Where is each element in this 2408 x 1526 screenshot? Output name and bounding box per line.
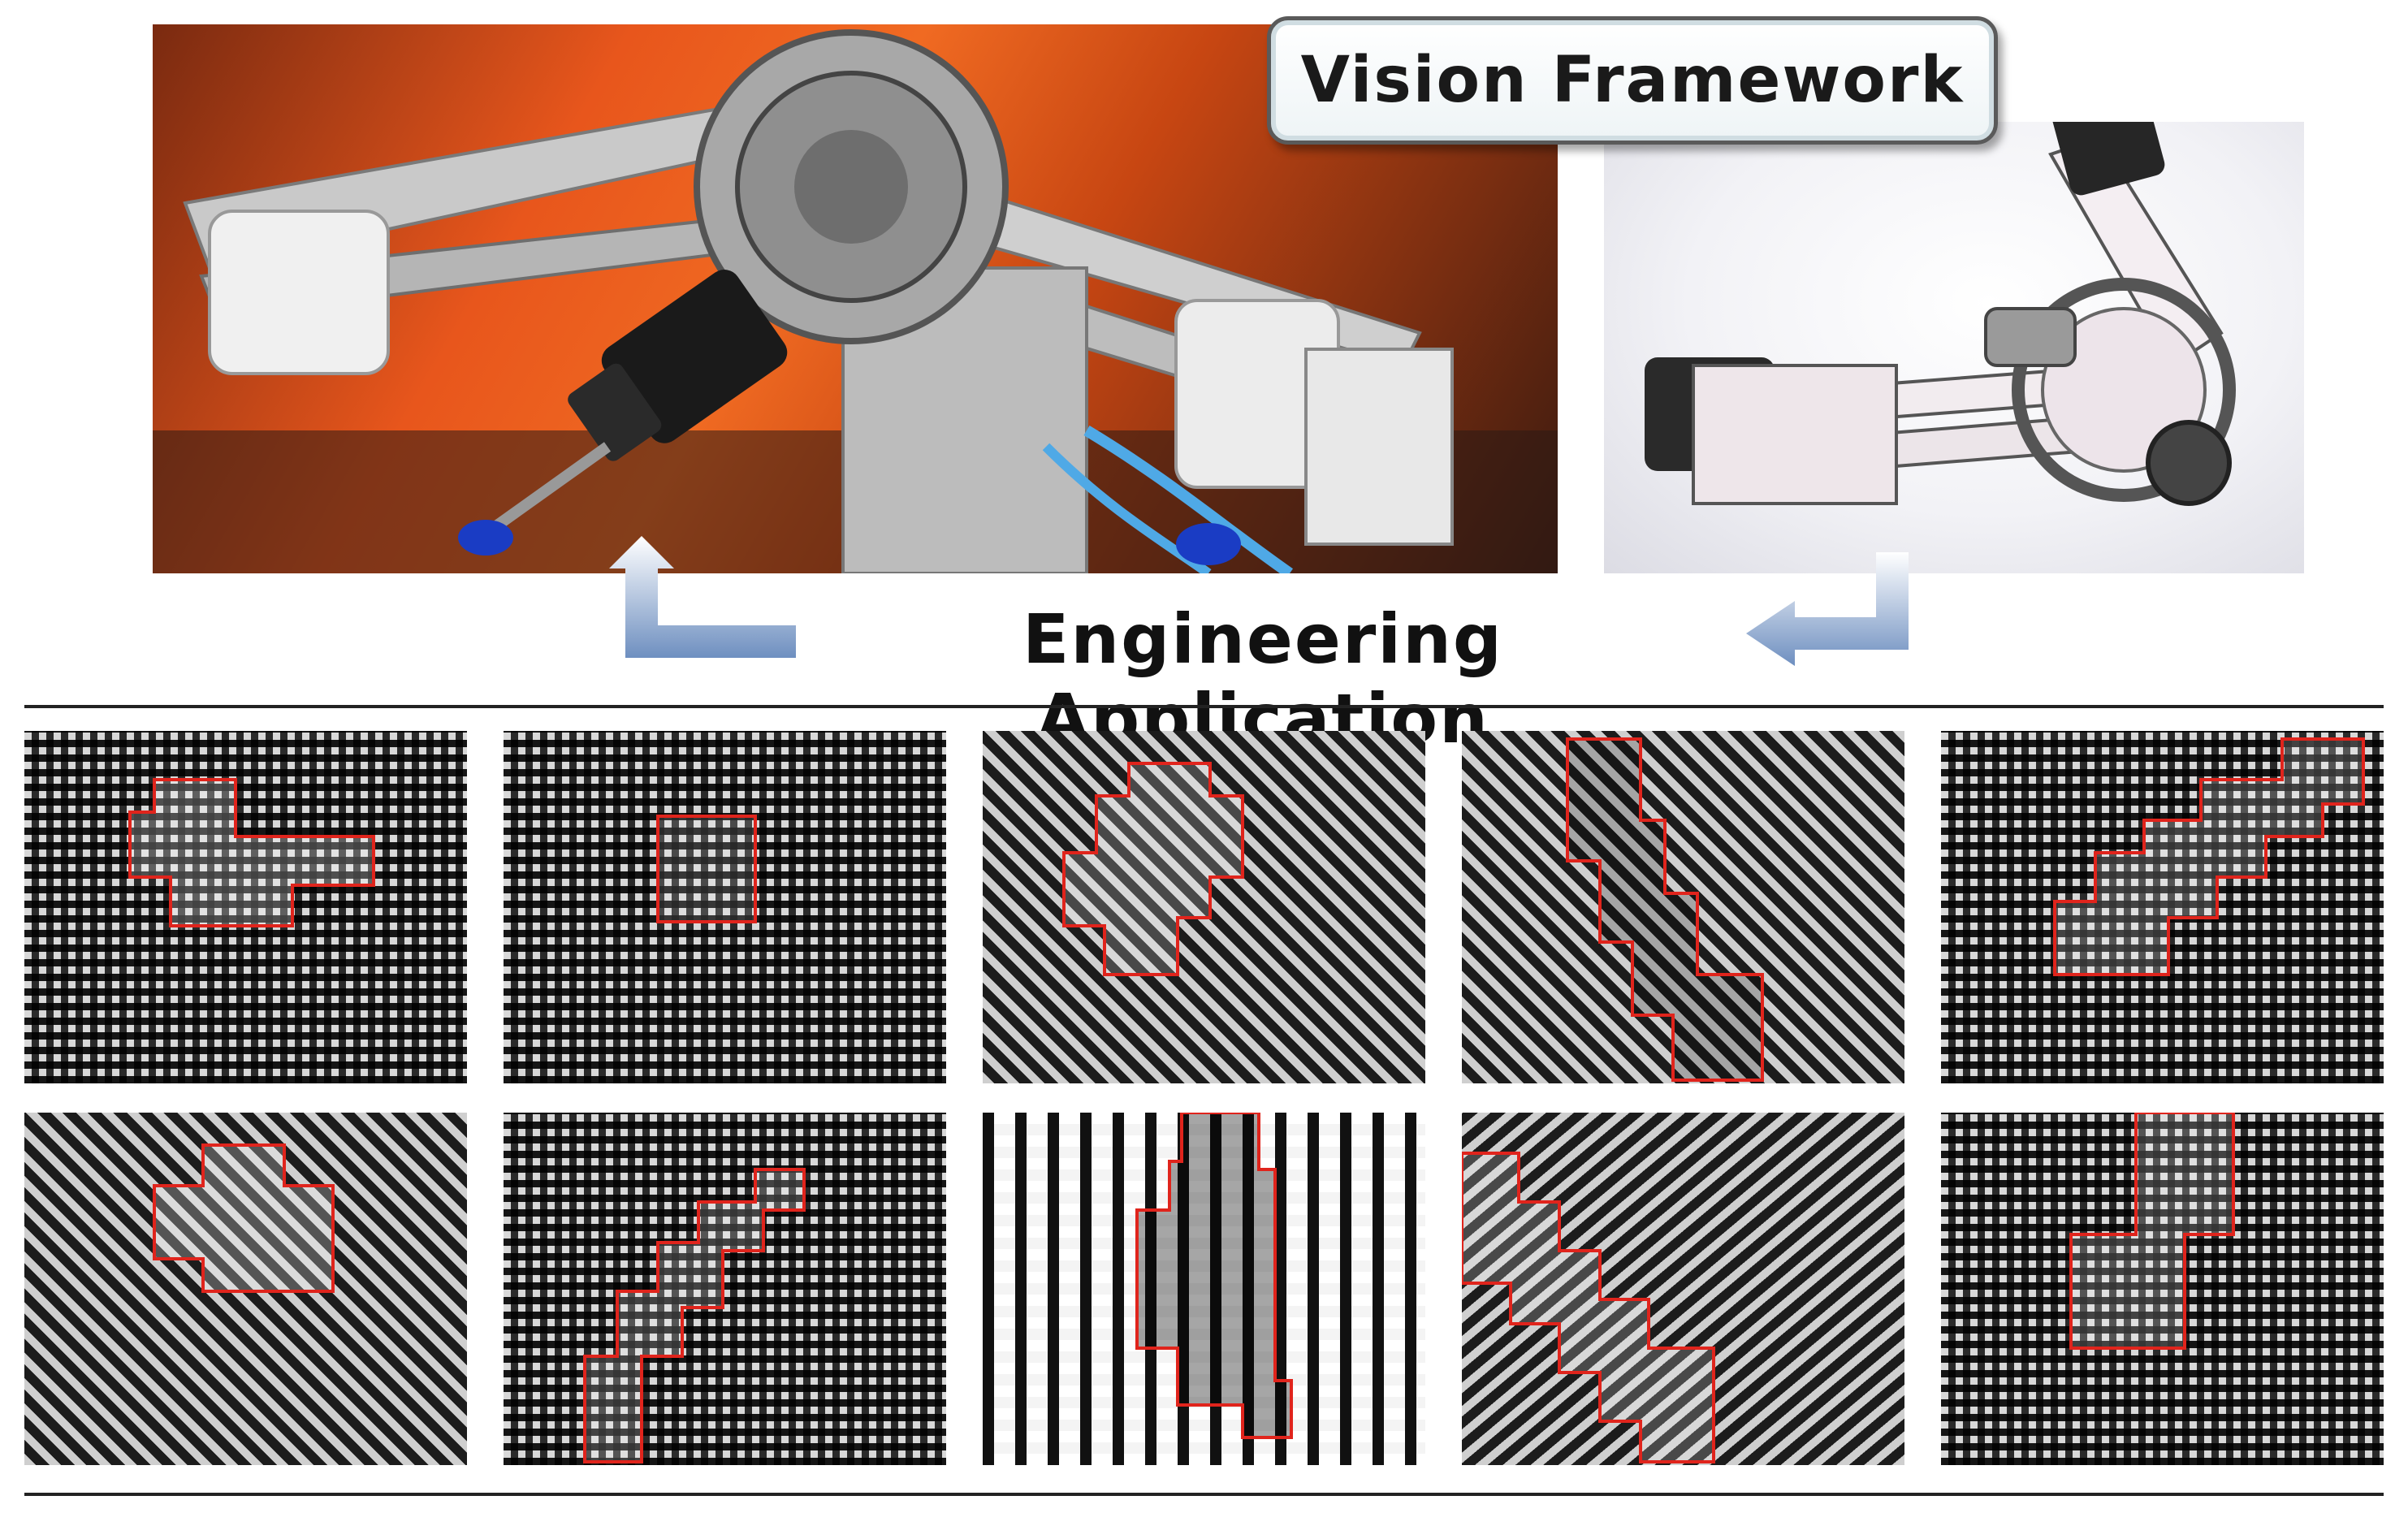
defect-outline <box>2069 1113 2235 1350</box>
robot-photo-drawing <box>153 29 1558 573</box>
page-title: Vision Framework <box>1300 44 1965 117</box>
defect-tile <box>1941 731 2384 1083</box>
defect-outline <box>2053 737 2365 976</box>
defect-outline <box>1062 762 1244 976</box>
defect-tile <box>1941 1113 2384 1465</box>
defect-tile <box>1462 731 1904 1083</box>
defect-outline <box>153 1143 335 1293</box>
defect-outline <box>1566 737 1764 1082</box>
robot-end-effector-cad <box>1604 122 2304 573</box>
arrow-down-left-icon <box>1746 552 1909 666</box>
defect-tile <box>983 1113 1425 1465</box>
cad-drawing <box>1645 122 2236 506</box>
defect-outline <box>656 815 757 923</box>
defect-tile <box>24 1113 467 1465</box>
defect-outline <box>1135 1113 1293 1439</box>
top-divider <box>24 705 2384 708</box>
vision-framework-title-box: Vision Framework <box>1267 16 1998 145</box>
defect-tile <box>504 731 946 1083</box>
bottom-divider <box>24 1493 2384 1496</box>
defect-grid <box>24 731 2384 1478</box>
defect-tile <box>983 731 1425 1083</box>
defect-tile <box>1462 1113 1904 1465</box>
defect-outline <box>128 778 375 927</box>
defect-outline <box>583 1168 806 1463</box>
defect-tile <box>24 731 467 1083</box>
defect-tile <box>504 1113 946 1465</box>
defect-outline <box>1462 1152 1715 1463</box>
arrow-up-left-icon <box>609 536 796 658</box>
